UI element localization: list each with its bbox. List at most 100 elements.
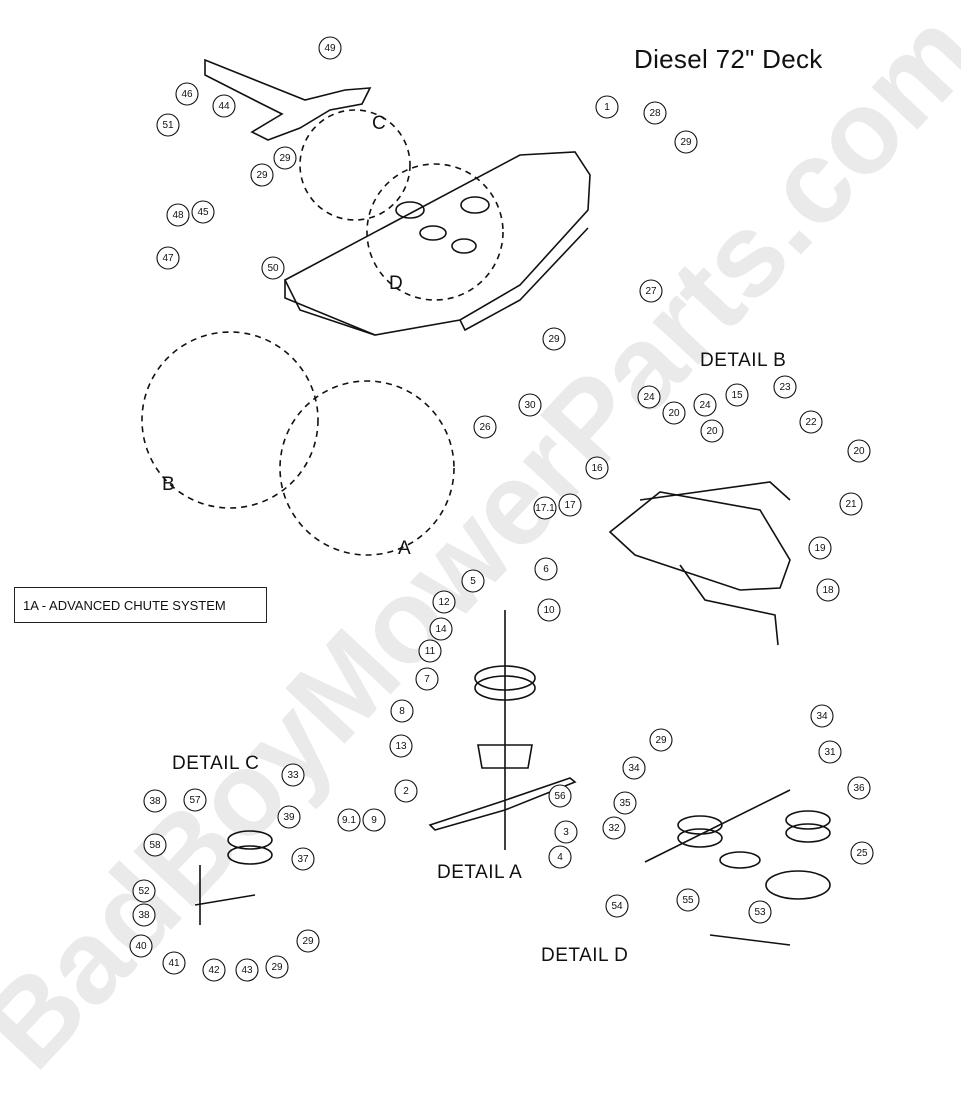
callout-42: 42 [202, 958, 226, 982]
callout-number: 2 [403, 786, 409, 797]
callout-number: 33 [287, 770, 299, 781]
callout-3: 3 [554, 820, 578, 844]
callout-50: 50 [261, 256, 285, 280]
callout-number: 55 [682, 895, 694, 906]
callout-44: 44 [212, 94, 236, 118]
callout-14: 14 [429, 617, 453, 641]
callout-number: 25 [856, 848, 868, 859]
callout-25: 25 [850, 841, 874, 865]
callout-number: 15 [731, 390, 743, 401]
callout-number: 28 [649, 108, 661, 119]
callout-number: 34 [628, 763, 640, 774]
callout-number: 29 [279, 153, 291, 164]
callout-2: 2 [394, 779, 418, 803]
detail-d-label: DETAIL D [541, 945, 629, 966]
callout-32: 32 [602, 816, 626, 840]
callout-16: 16 [585, 456, 609, 480]
callout-29: 29 [674, 130, 698, 154]
callout-number: 31 [824, 747, 836, 758]
view-letter-c: C [372, 113, 387, 134]
callout-28: 28 [643, 101, 667, 125]
callout-number: 20 [706, 426, 718, 437]
callout-15: 15 [725, 383, 749, 407]
callout-number: 38 [149, 796, 161, 807]
callout-number: 9.1 [342, 815, 356, 826]
callout-38: 38 [143, 789, 167, 813]
callout-number: 51 [162, 120, 174, 131]
callout-12: 12 [432, 590, 456, 614]
callout-number: 32 [608, 823, 620, 834]
callout-8: 8 [390, 699, 414, 723]
callout-18: 18 [816, 578, 840, 602]
callout-9.1: 9.1 [337, 808, 361, 832]
drive-pulley-d [765, 870, 831, 900]
callout-38: 38 [132, 903, 156, 927]
callout-number: 57 [189, 795, 201, 806]
callout-36: 36 [847, 776, 871, 800]
callout-17.1: 17.1 [533, 496, 557, 520]
callout-number: 4 [557, 852, 563, 863]
callout-number: 23 [779, 382, 791, 393]
callout-number: 39 [283, 812, 295, 823]
callout-20: 20 [662, 401, 686, 425]
callout-number: 34 [816, 711, 828, 722]
callout-24: 24 [693, 393, 717, 417]
callout-number: 38 [138, 910, 150, 921]
callout-number: 24 [643, 392, 655, 403]
callout-number: 29 [256, 170, 268, 181]
callout-number: 29 [680, 137, 692, 148]
callout-39: 39 [277, 805, 301, 829]
callout-43: 43 [235, 958, 259, 982]
callout-56: 56 [548, 784, 572, 808]
callout-number: 58 [149, 840, 161, 851]
callout-number: 53 [754, 907, 766, 918]
callout-13: 13 [389, 734, 413, 758]
detail-c-label: DETAIL C [172, 753, 260, 774]
callout-number: 29 [548, 334, 560, 345]
callout-53: 53 [748, 900, 772, 924]
callout-57: 57 [183, 788, 207, 812]
callout-26: 26 [473, 415, 497, 439]
advanced-chute-system-box: 1A - ADVANCED CHUTE SYSTEM [14, 587, 267, 623]
detail-b-label: DETAIL B [700, 350, 787, 371]
callout-17: 17 [558, 493, 582, 517]
callout-number: 26 [479, 422, 491, 433]
callout-number: 11 [425, 646, 436, 657]
callout-number: 40 [135, 941, 147, 952]
page-title: Diesel 72" Deck [634, 44, 823, 74]
callout-54: 54 [605, 894, 629, 918]
callout-7: 7 [415, 667, 439, 691]
callout-5: 5 [461, 569, 485, 593]
mower-blade [428, 777, 577, 831]
callout-21: 21 [839, 492, 863, 516]
callout-number: 43 [241, 965, 253, 976]
callout-6: 6 [534, 557, 558, 581]
callout-11: 11 [418, 639, 442, 663]
callout-41: 41 [162, 951, 186, 975]
callout-33: 33 [281, 763, 305, 787]
callout-22: 22 [799, 410, 823, 434]
callout-number: 3 [563, 827, 569, 838]
deck-belt [204, 58, 372, 141]
callout-9: 9 [362, 808, 386, 832]
callout-number: 47 [162, 253, 174, 264]
callout-number: 7 [424, 674, 430, 685]
chute-assembly [608, 491, 791, 591]
spindle-housing [477, 744, 533, 769]
callout-27: 27 [639, 279, 663, 303]
callout-number: 42 [208, 965, 220, 976]
callout-30: 30 [518, 393, 542, 417]
callout-47: 47 [156, 246, 180, 270]
detail-circle-c [299, 109, 411, 221]
callout-number: 18 [822, 585, 834, 596]
callout-24: 24 [637, 385, 661, 409]
callout-number: 50 [267, 263, 279, 274]
callout-number: 49 [324, 43, 336, 54]
callout-number: 46 [181, 89, 193, 100]
callout-40: 40 [129, 934, 153, 958]
callout-45: 45 [191, 200, 215, 224]
callout-number: 52 [138, 886, 150, 897]
callout-29: 29 [250, 163, 274, 187]
callout-number: 19 [814, 543, 826, 554]
